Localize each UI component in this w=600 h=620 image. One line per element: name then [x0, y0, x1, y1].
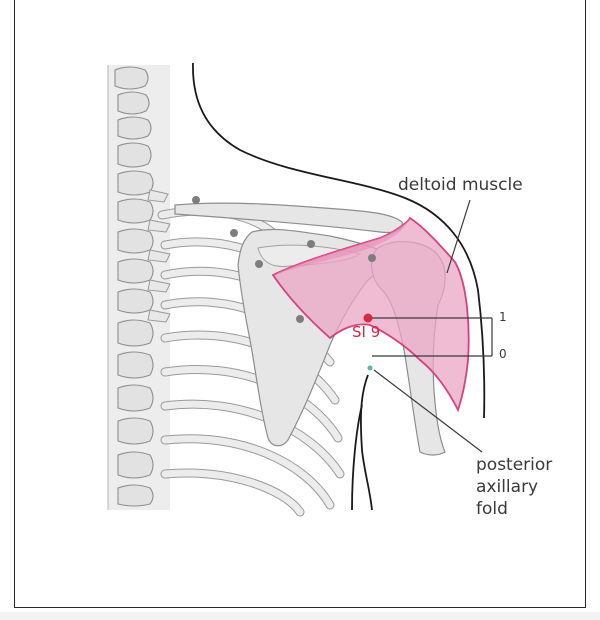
si9-point [363, 313, 373, 323]
posterior-fold-point [367, 365, 373, 371]
posterior-axillary-fold-label-line1: posterior [476, 455, 553, 475]
body-outline [192, 62, 486, 511]
acupoints [192, 196, 376, 323]
si9-label: SI 9 [352, 323, 381, 341]
posterior-axillary-fold-label-line3: fold [476, 499, 508, 519]
spine [107, 65, 171, 510]
bottom-strip [0, 612, 600, 620]
fold-leader-line [373, 369, 483, 453]
measurement-bracket [372, 317, 493, 357]
scale-upper-label: 1 [499, 310, 507, 324]
deltoid-muscle-label: deltoid muscle [398, 175, 523, 195]
deltoid-muscle [271, 216, 470, 413]
posterior-axillary-fold-label-line2: axillary [476, 477, 539, 497]
deltoid-leader-line [446, 199, 471, 274]
scale-lower-label: 0 [499, 347, 507, 361]
clavicle [174, 202, 403, 234]
